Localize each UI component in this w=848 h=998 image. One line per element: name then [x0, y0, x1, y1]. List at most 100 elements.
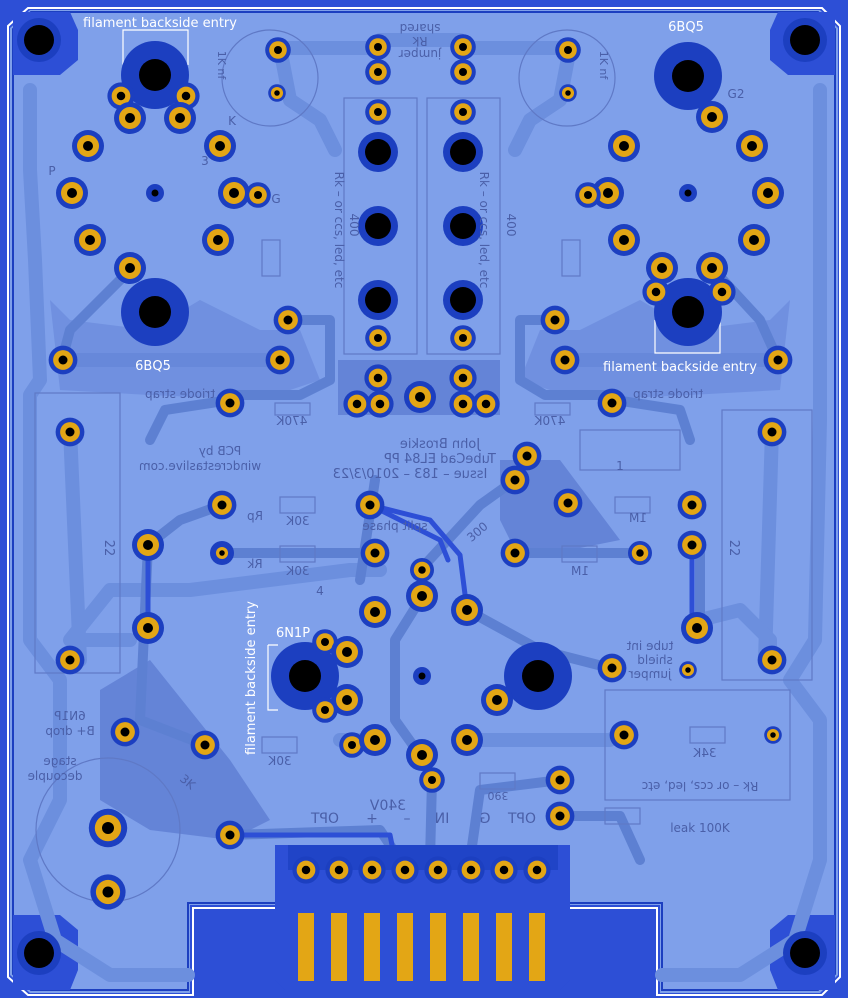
connector-finger[interactable] [397, 913, 413, 981]
silk-1k-nf-left: 1K nf [215, 51, 228, 81]
connector-label: IN [435, 811, 450, 827]
pad [646, 252, 678, 284]
pad [268, 84, 286, 102]
silk-pin-g2: G2 [728, 87, 745, 101]
silk-pin-3: 3 [201, 154, 209, 168]
silk-390: 390 [488, 789, 509, 802]
silk-rk-ccs-bottom: Rk – or ccs, led, etc [642, 779, 759, 793]
mount-hole-bottom-left [17, 931, 61, 975]
pad [114, 252, 146, 284]
pad [265, 345, 295, 375]
pad [55, 417, 85, 447]
connector-finger[interactable] [463, 913, 479, 981]
pad [609, 720, 639, 750]
connector-finger[interactable] [430, 913, 446, 981]
pad [608, 130, 640, 162]
pad [451, 724, 483, 756]
silk-30k-rp: 30K [285, 514, 309, 528]
pad [312, 629, 338, 655]
pad [312, 697, 338, 723]
pad [481, 684, 513, 716]
pad [88, 808, 128, 848]
via [413, 667, 431, 685]
pad [218, 177, 250, 209]
pad [74, 224, 106, 256]
connector-pin [325, 856, 353, 884]
silk-470k-right: 470K [533, 414, 565, 428]
pad [273, 305, 303, 335]
label-6bq5-top-right: 6BQ5 [668, 20, 704, 35]
silk-john: John Broskie [400, 437, 481, 452]
socket-6n1p-left [271, 642, 339, 710]
silk-decouple: decouple [28, 769, 83, 783]
pad [449, 390, 477, 418]
silk-triode-strap-right: triode strap [633, 387, 703, 401]
connector-finger[interactable] [331, 913, 347, 981]
pad [451, 594, 483, 626]
edge-connector-fingers[interactable] [298, 913, 545, 981]
pad [736, 130, 768, 162]
silk-rk-ccs-left: Rk – or ccs, led, etc [332, 172, 346, 289]
silk-rk-ccs-right: Rk – or ccs, led, etc [477, 172, 491, 289]
connector-finger[interactable] [364, 913, 380, 981]
connector-label: OPT [508, 811, 536, 827]
pad [597, 653, 627, 683]
silk-issue: Issue – 183 – 2010/3/23 [333, 467, 488, 482]
pad [575, 182, 601, 208]
pad [164, 102, 196, 134]
pad [204, 130, 236, 162]
pad [708, 278, 736, 306]
pad [365, 99, 391, 125]
silk-pin-g: G [271, 192, 280, 206]
label-filament-center: filament backside entry [244, 601, 259, 755]
pad [553, 488, 583, 518]
silk-1k-nf-right: 1K nf [597, 51, 610, 81]
silk-30k-rk: 30K [285, 564, 309, 578]
mount-hole-bottom-right [783, 931, 827, 975]
pad [215, 820, 245, 850]
pad [245, 182, 271, 208]
pad [450, 325, 476, 351]
label-filament-top-left: filament backside entry [83, 16, 237, 31]
resistor-hole [443, 280, 483, 320]
pad-group [17, 18, 827, 975]
pad [550, 345, 580, 375]
mount-hole-top-left [17, 18, 61, 62]
pad [366, 390, 394, 418]
pad [207, 490, 237, 520]
silk-pcb-by: PCB by [199, 444, 241, 458]
resistor-hole [358, 280, 398, 320]
pad [410, 558, 434, 582]
silk-pin-p: P [48, 164, 55, 178]
pad [450, 34, 476, 60]
pad [677, 490, 707, 520]
pad [331, 684, 363, 716]
silk-400-left: 400 [347, 214, 361, 237]
silk-triode-strap-left: triode strap [145, 387, 215, 401]
pad [404, 381, 436, 413]
connector-label: 340V [369, 798, 406, 814]
pad [642, 278, 670, 306]
connector-pin [391, 856, 419, 884]
connector-finger[interactable] [496, 913, 512, 981]
silk-stage: stage [43, 754, 76, 768]
pad [343, 390, 371, 418]
pad [114, 102, 146, 134]
connector-finger[interactable] [529, 913, 545, 981]
connector-finger[interactable] [298, 913, 314, 981]
pad [677, 530, 707, 560]
connector-label: G [480, 811, 491, 827]
connector-label: + [366, 811, 378, 827]
pad [360, 538, 390, 568]
silk-34k: 34K [692, 746, 716, 760]
via [679, 184, 697, 202]
socket-6bq5-right [654, 278, 722, 346]
pad [215, 388, 245, 418]
pad [679, 661, 697, 679]
pad [500, 465, 530, 495]
pad [450, 99, 476, 125]
silk-brackets [122, 29, 721, 711]
silk-1m-top: 1M [629, 511, 647, 525]
pad [406, 580, 438, 612]
